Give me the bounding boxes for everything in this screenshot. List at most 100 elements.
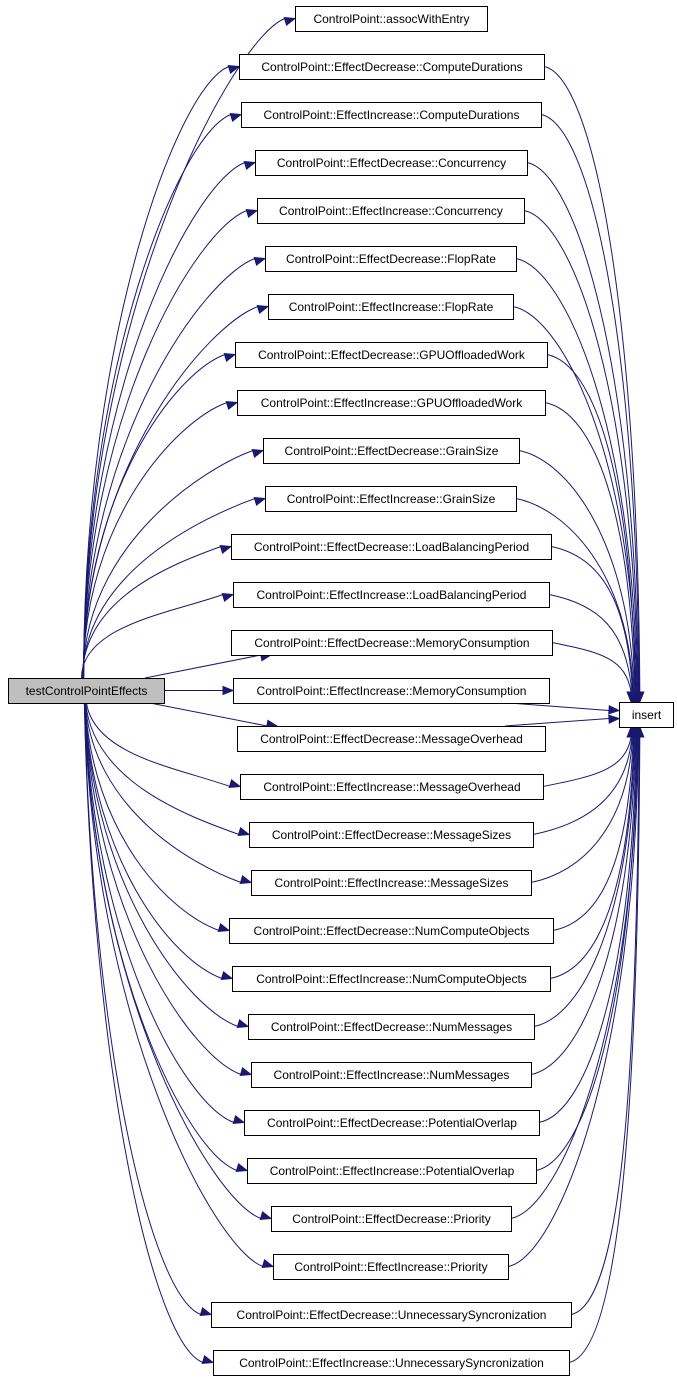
node-inc-NumComputeObjects-label: ControlPoint::EffectIncrease::NumCompute… xyxy=(256,972,527,986)
node-insert-box xyxy=(619,702,674,728)
edge-inc-NumComputeObjects-to-insert xyxy=(549,736,635,979)
node-dec-UnnecessarySyncronization[interactable]: ControlPoint::EffectDecrease::Unnecessar… xyxy=(211,1302,572,1328)
node-inc-GPUOffloadedWork[interactable]: ControlPoint::EffectIncrease::GPUOffload… xyxy=(237,390,546,416)
edge-dec-PotentialOverlap-to-insert xyxy=(538,736,637,1123)
node-dec-LoadBalancingPeriod[interactable]: ControlPoint::EffectDecrease::LoadBalanc… xyxy=(231,534,552,560)
edge-root-to-dec-Concurrency xyxy=(83,162,246,679)
edge-root-to-dec-MessageOverhead xyxy=(149,702,268,727)
edge-inc-Concurrency-to-insert xyxy=(523,210,639,693)
node-inc-MemoryConsumption-label: ControlPoint::EffectIncrease::MemoryCons… xyxy=(257,684,527,698)
edge-dec-ComputeDurations-to-insert xyxy=(543,66,641,693)
node-inc-Concurrency-box xyxy=(257,198,525,224)
arrowhead-dec-LoadBalancingPeriod xyxy=(219,544,233,555)
node-inc-Priority-box xyxy=(273,1254,509,1280)
node-inc-MemoryConsumption-box xyxy=(233,678,550,704)
edge-inc-MessageSizes-to-insert xyxy=(530,736,634,883)
node-dec-Priority[interactable]: ControlPoint::EffectDecrease::Priority xyxy=(271,1206,512,1232)
arrowhead-inc-MessageSizes xyxy=(239,874,253,885)
node-inc-GrainSize-box xyxy=(265,486,517,512)
arrowhead-inc-FlopRate xyxy=(256,304,270,315)
edge-inc-MemoryConsumption-to-insert xyxy=(508,702,610,711)
node-dec-UnnecessarySyncronization-box xyxy=(211,1302,572,1328)
node-inc-MessageOverhead[interactable]: ControlPoint::EffectIncrease::MessageOve… xyxy=(240,774,544,800)
node-dec-Concurrency-box xyxy=(255,150,528,176)
arrowhead-insert-dec-MemoryConsumption xyxy=(626,691,636,704)
arrowhead-dec-NumComputeObjects xyxy=(217,922,231,933)
node-inc-PotentialOverlap-box xyxy=(247,1158,537,1184)
node-dec-Priority-box xyxy=(271,1206,512,1232)
node-assocWithEntry[interactable]: ControlPoint::assocWithEntry xyxy=(295,6,488,32)
node-inc-LoadBalancingPeriod[interactable]: ControlPoint::EffectIncrease::LoadBalanc… xyxy=(233,582,550,608)
node-inc-ComputeDurations[interactable]: ControlPoint::EffectIncrease::ComputeDur… xyxy=(241,102,542,128)
node-dec-Concurrency-label: ControlPoint::EffectDecrease::Concurrenc… xyxy=(277,156,506,170)
node-inc-LoadBalancingPeriod-label: ControlPoint::EffectIncrease::LoadBalanc… xyxy=(257,588,527,602)
node-dec-MessageOverhead-box xyxy=(237,726,546,752)
edge-root-to-dec-LoadBalancingPeriod xyxy=(81,546,222,679)
edge-root-to-inc-Priority xyxy=(83,702,264,1267)
edge-inc-NumMessages-to-insert xyxy=(530,736,636,1075)
edge-dec-MemoryConsumption-to-insert xyxy=(551,642,632,693)
edge-root-to-inc-NumMessages xyxy=(84,702,242,1075)
node-inc-Concurrency[interactable]: ControlPoint::EffectIncrease::Concurrenc… xyxy=(257,198,525,224)
edge-dec-NumComputeObjects-to-insert xyxy=(552,736,634,931)
node-dec-NumMessages[interactable]: ControlPoint::EffectDecrease::NumMessage… xyxy=(248,1014,535,1040)
edge-root-to-dec-UnnecessarySyncronization xyxy=(83,702,202,1315)
node-dec-ComputeDurations[interactable]: ControlPoint::EffectDecrease::ComputeDur… xyxy=(239,54,545,80)
edge-inc-Priority-to-insert xyxy=(507,736,639,1267)
node-inc-NumMessages-label: ControlPoint::EffectIncrease::NumMessage… xyxy=(274,1068,510,1082)
arrowhead-insert-inc-MemoryConsumption xyxy=(608,705,621,715)
edge-root-to-inc-GPUOffloadedWork xyxy=(82,402,228,679)
edge-dec-FlopRate-to-insert xyxy=(515,258,638,693)
arrowhead-dec-NumMessages xyxy=(236,1018,250,1029)
node-inc-UnnecessarySyncronization-label: ControlPoint::EffectIncrease::Unnecessar… xyxy=(239,1356,544,1370)
node-insert[interactable]: insert xyxy=(619,702,674,728)
node-testControlPointEffects[interactable]: testControlPointEffects xyxy=(8,678,165,704)
node-inc-NumMessages[interactable]: ControlPoint::EffectIncrease::NumMessage… xyxy=(251,1062,532,1088)
edge-root-to-inc-NumComputeObjects xyxy=(84,702,223,979)
arrowhead-inc-Concurrency xyxy=(245,208,259,219)
node-dec-MessageOverhead[interactable]: ControlPoint::EffectDecrease::MessageOve… xyxy=(237,726,546,752)
edge-root-to-inc-Concurrency xyxy=(83,210,248,679)
node-dec-MemoryConsumption-label: ControlPoint::EffectDecrease::MemoryCons… xyxy=(254,636,529,650)
edge-root-to-dec-FlopRate xyxy=(82,258,256,679)
node-inc-ComputeDurations-box xyxy=(241,102,542,128)
node-dec-NumComputeObjects[interactable]: ControlPoint::EffectDecrease::NumCompute… xyxy=(229,918,554,944)
edge-root-to-dec-MessageSizes xyxy=(85,702,240,835)
node-dec-GrainSize[interactable]: ControlPoint::EffectDecrease::GrainSize xyxy=(263,438,520,464)
arrowhead-dec-UnnecessarySyncronization xyxy=(199,1306,213,1317)
node-inc-GPUOffloadedWork-box xyxy=(237,390,546,416)
node-dec-MemoryConsumption[interactable]: ControlPoint::EffectDecrease::MemoryCons… xyxy=(231,630,553,656)
node-dec-FlopRate-label: ControlPoint::EffectDecrease::FlopRate xyxy=(286,252,496,266)
node-inc-NumComputeObjects[interactable]: ControlPoint::EffectIncrease::NumCompute… xyxy=(232,966,551,992)
node-inc-UnnecessarySyncronization[interactable]: ControlPoint::EffectIncrease::Unnecessar… xyxy=(213,1350,570,1376)
node-inc-PotentialOverlap-label: ControlPoint::EffectIncrease::PotentialO… xyxy=(270,1164,515,1178)
edge-dec-NumMessages-to-insert xyxy=(533,736,636,1027)
node-inc-GrainSize[interactable]: ControlPoint::EffectIncrease::GrainSize xyxy=(265,486,517,512)
node-dec-FlopRate[interactable]: ControlPoint::EffectDecrease::FlopRate xyxy=(265,246,517,272)
edge-root-to-dec-MemoryConsumption xyxy=(144,654,262,679)
arrowhead-dec-Priority xyxy=(259,1210,273,1221)
edge-dec-GrainSize-to-insert xyxy=(518,450,635,693)
node-dec-GPUOffloadedWork[interactable]: ControlPoint::EffectDecrease::GPUOffload… xyxy=(235,342,548,368)
node-dec-Concurrency[interactable]: ControlPoint::EffectDecrease::Concurrenc… xyxy=(255,150,528,176)
arrowhead-dec-FlopRate xyxy=(253,256,267,267)
arrowhead-inc-NumComputeObjects xyxy=(220,970,234,981)
arrowhead-inc-GPUOffloadedWork xyxy=(225,400,239,411)
node-inc-MessageSizes-label: ControlPoint::EffectIncrease::MessageSiz… xyxy=(275,876,509,890)
node-inc-MemoryConsumption[interactable]: ControlPoint::EffectIncrease::MemoryCons… xyxy=(233,678,550,704)
node-dec-MessageSizes[interactable]: ControlPoint::EffectDecrease::MessageSiz… xyxy=(249,822,534,848)
node-dec-PotentialOverlap[interactable]: ControlPoint::EffectDecrease::PotentialO… xyxy=(244,1110,540,1136)
node-inc-Priority[interactable]: ControlPoint::EffectIncrease::Priority xyxy=(273,1254,509,1280)
node-dec-Priority-label: ControlPoint::EffectDecrease::Priority xyxy=(292,1212,491,1226)
node-inc-MessageOverhead-box xyxy=(240,774,544,800)
edge-root-to-dec-GPUOffloadedWork xyxy=(82,354,226,679)
node-inc-FlopRate[interactable]: ControlPoint::EffectIncrease::FlopRate xyxy=(268,294,514,320)
node-dec-MessageSizes-label: ControlPoint::EffectDecrease::MessageSiz… xyxy=(272,828,511,842)
node-dec-MessageSizes-box xyxy=(249,822,534,848)
node-inc-PotentialOverlap[interactable]: ControlPoint::EffectIncrease::PotentialO… xyxy=(247,1158,537,1184)
node-inc-LoadBalancingPeriod-box xyxy=(233,582,550,608)
node-inc-GrainSize-label: ControlPoint::EffectIncrease::GrainSize xyxy=(287,492,496,506)
node-inc-MessageSizes[interactable]: ControlPoint::EffectIncrease::MessageSiz… xyxy=(251,870,532,896)
node-dec-LoadBalancingPeriod-box xyxy=(231,534,552,560)
